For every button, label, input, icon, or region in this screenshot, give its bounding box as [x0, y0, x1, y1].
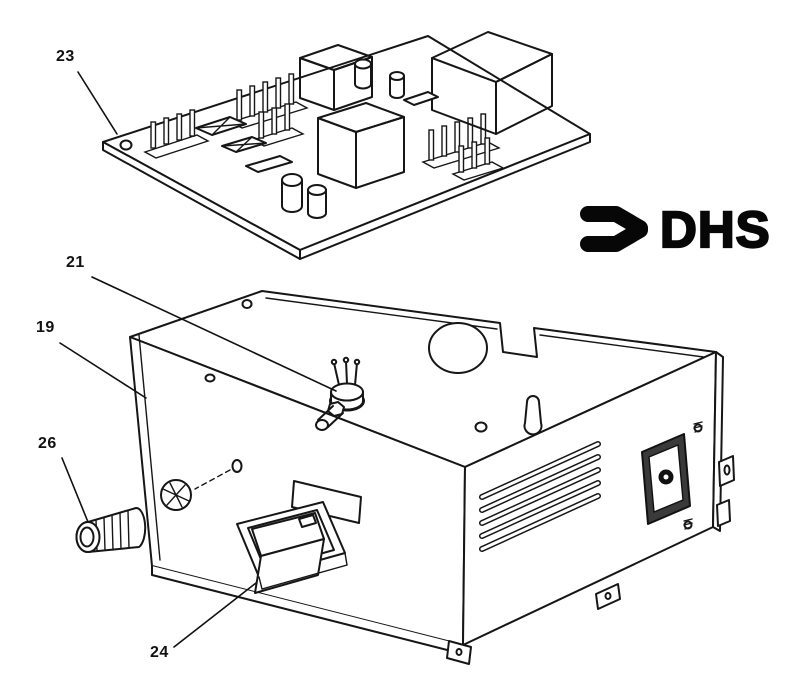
part-label-23: 23 [56, 48, 75, 65]
part-label-21: 21 [66, 254, 85, 271]
rocker-switch [236, 501, 348, 594]
leader-lines [59, 71, 337, 648]
small-hole [474, 421, 488, 433]
transformer-block [431, 31, 553, 135]
alignment-dashed-line [194, 469, 231, 490]
rectangular-cutout [291, 480, 362, 524]
vent-louvers [479, 441, 601, 552]
keyhole-slot [523, 395, 543, 436]
power-jack [641, 433, 691, 525]
oval-hole [231, 459, 243, 473]
part-label-24: 24 [150, 644, 169, 661]
leader-19 [59, 342, 147, 399]
pin-header [143, 109, 210, 159]
small-component [221, 136, 267, 153]
mounting-tab [718, 455, 735, 487]
leader-21 [91, 276, 337, 392]
capacitor [354, 58, 372, 90]
small-component [195, 116, 247, 136]
control-knob [75, 506, 147, 553]
part-label-26: 26 [38, 435, 57, 452]
vent-grille [160, 479, 192, 511]
small-component [403, 91, 439, 106]
mounting-tab [716, 499, 731, 527]
screw [693, 421, 703, 433]
mounting-tab [446, 640, 472, 665]
pcb-edge [299, 133, 591, 260]
leader-23 [77, 71, 118, 135]
shaft-hole [204, 373, 216, 383]
component-block-large [317, 102, 405, 189]
mounting-hole [119, 139, 133, 151]
potentiometer [315, 356, 365, 431]
capacitor [389, 71, 405, 99]
brand-logo: DHS [576, 198, 771, 260]
part-label-19: 19 [36, 319, 55, 336]
leader-24 [173, 582, 257, 648]
pin-header [451, 137, 505, 181]
dhs-logo-icon [580, 206, 648, 252]
screw [683, 518, 693, 530]
chassis [129, 290, 735, 665]
large-round-hole [428, 322, 488, 374]
rocker-bottom [254, 538, 325, 594]
screw-hole [241, 299, 253, 309]
mounting-tab [595, 583, 621, 610]
circuit-board [102, 31, 591, 260]
capacitor [307, 184, 327, 219]
leader-26 [61, 457, 89, 523]
brand-logo-text: DHS [659, 200, 771, 258]
small-component [245, 155, 293, 173]
pin-header [251, 103, 305, 147]
capacitor [281, 173, 303, 213]
